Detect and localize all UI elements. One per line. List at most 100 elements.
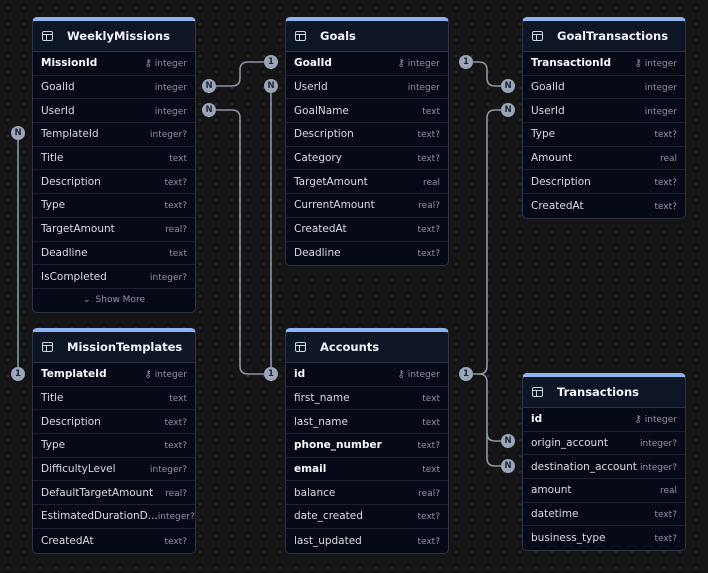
column-type: text? (417, 441, 440, 452)
cardinality-badge-many: N (501, 103, 515, 117)
column-type: integer (644, 415, 677, 426)
column-name: MissionId (41, 57, 98, 70)
column-name: CreatedAt (531, 199, 584, 212)
column-name: CreatedAt (294, 223, 347, 236)
table-header[interactable]: Transactions (523, 377, 685, 408)
column-row[interactable]: TemplateId⚷integer (33, 363, 195, 387)
column-type: text? (417, 154, 440, 165)
column-type: text (169, 154, 187, 165)
column-type: integer? (640, 462, 677, 473)
column-type: real? (165, 225, 187, 236)
column-name: Description (41, 175, 101, 188)
column-type: integer (154, 106, 187, 117)
column-type: integer (407, 370, 440, 381)
cardinality-badge-many: N (202, 79, 216, 93)
cardinality-badge-many: N (501, 459, 515, 473)
table-icon (42, 31, 53, 41)
table-header[interactable]: Accounts (286, 332, 448, 363)
column-type: text? (417, 536, 440, 547)
column-type: text (422, 106, 440, 117)
key-icon: ⚷ (397, 369, 405, 381)
column-name: email (294, 463, 327, 476)
connector-weeklymissions-goalid-to-goals (216, 61, 264, 87)
cardinality-badge-one: 1 (264, 55, 278, 69)
column-name: GoalId (41, 81, 75, 94)
column-row[interactable]: TransactionId⚷integer (523, 52, 685, 76)
column-type: text? (164, 417, 187, 428)
column-row[interactable]: MissionId⚷integer (33, 52, 195, 76)
column-row[interactable]: UserId integer (33, 99, 195, 124)
column-row[interactable]: id⚷integer (523, 408, 685, 432)
table-icon (295, 342, 306, 352)
column-type: real? (165, 488, 187, 499)
column-name: date_created (294, 510, 363, 523)
column-name: TransactionId (531, 57, 612, 70)
table-icon (532, 387, 543, 397)
column-row[interactable]: id⚷integer (286, 363, 448, 387)
column-row[interactable]: EstimatedDurationD...integer? (33, 505, 195, 529)
column-row[interactable]: GoalId⚷integer (286, 52, 448, 76)
column-row[interactable]: date_created text? (286, 505, 448, 529)
column-type: text? (417, 512, 440, 523)
table-header[interactable]: MissionTemplates (33, 332, 195, 363)
table-name: WeeklyMissions (67, 29, 170, 43)
column-name: Type (531, 128, 556, 141)
cardinality-badge-one: 1 (11, 367, 25, 381)
table-header[interactable]: GoalTransactions (523, 21, 685, 52)
table-header[interactable]: WeeklyMissions (33, 21, 195, 52)
column-type: text? (417, 130, 440, 141)
column-name: UserId (41, 104, 75, 117)
table-header[interactable]: Goals (286, 21, 448, 52)
column-row[interactable]: Title text (33, 147, 195, 171)
column-name: DifficultyLevel (41, 463, 116, 476)
column-type: integer (154, 370, 187, 381)
show-more-button[interactable]: ⌄Show More (82, 295, 145, 306)
column-type: text (422, 394, 440, 405)
column-name: Title (41, 152, 64, 165)
